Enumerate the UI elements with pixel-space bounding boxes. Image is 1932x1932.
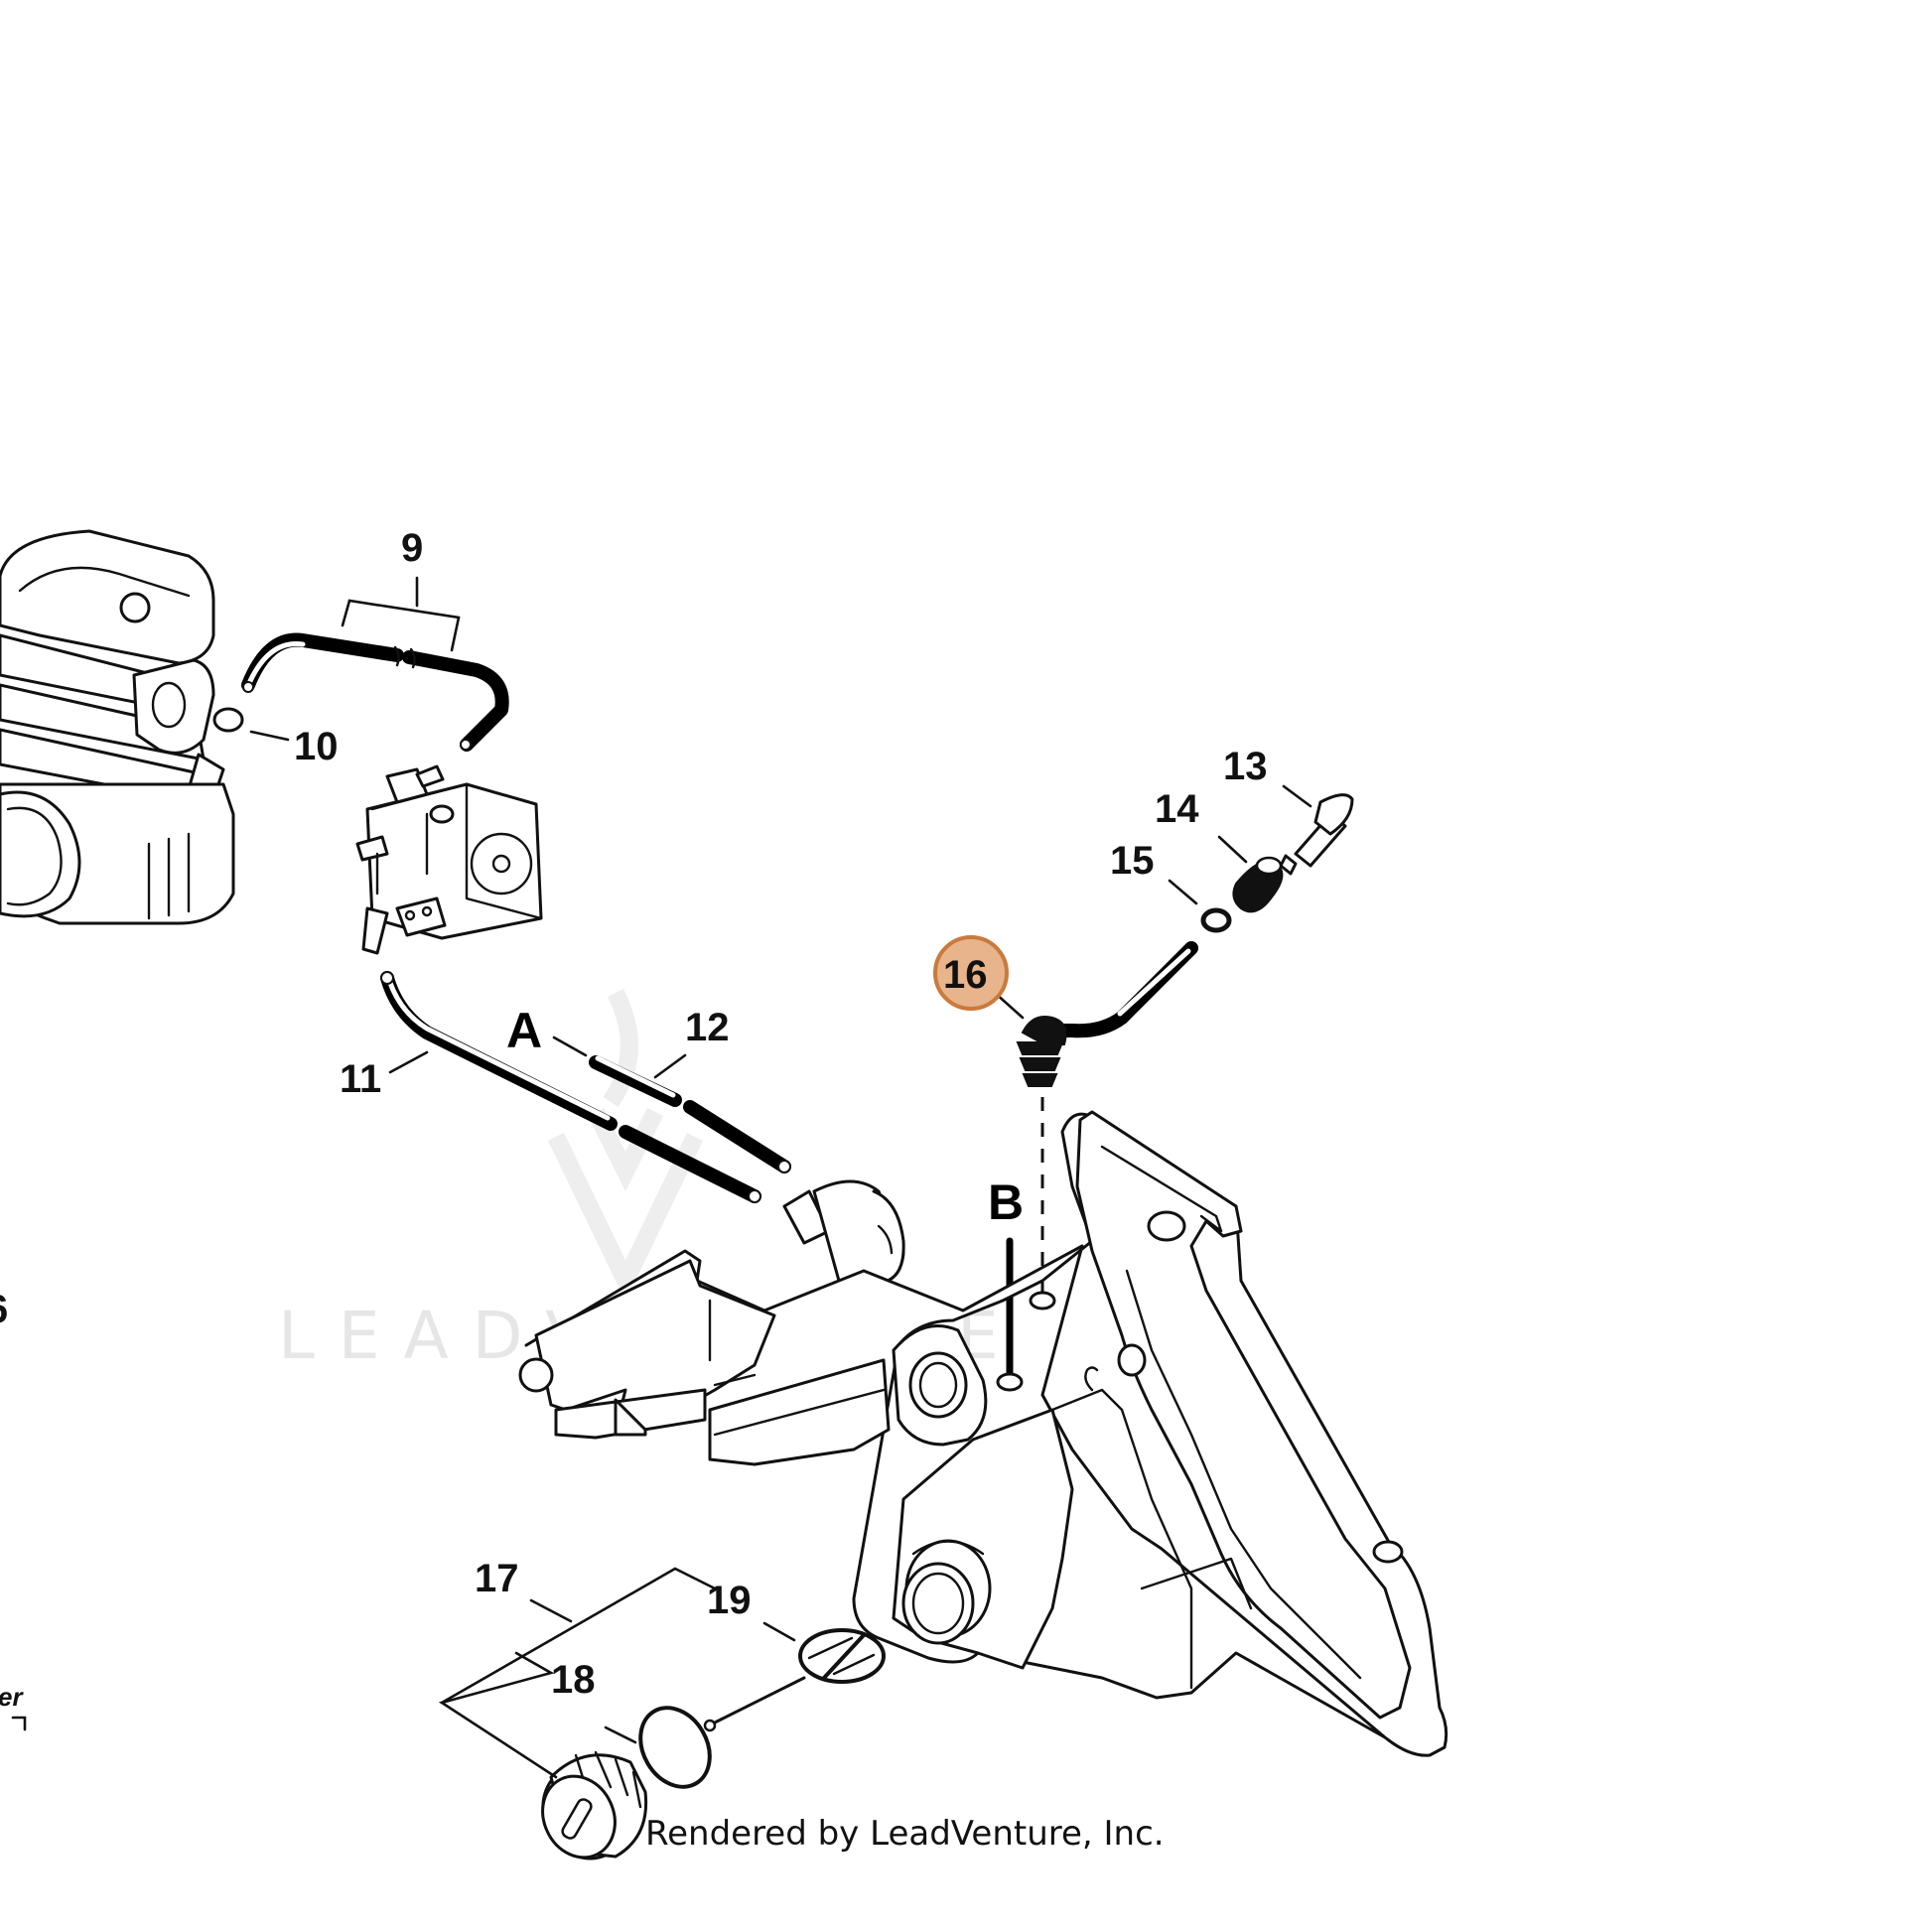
fuel-hose-9 — [241, 632, 509, 752]
callout-17[interactable]: 17 — [475, 1557, 519, 1600]
callout-14[interactable]: 14 — [1155, 787, 1199, 831]
section-letter-a: A — [506, 1003, 542, 1058]
part-13-fitting — [1279, 793, 1354, 876]
callout-10[interactable]: 10 — [294, 725, 339, 768]
fuel-pickup-port — [1029, 1291, 1056, 1311]
fuel-hose-12 — [589, 1055, 791, 1173]
vent-port — [996, 1372, 1024, 1392]
callout-16-highlight[interactable] — [933, 935, 1009, 1011]
callout-6-cropped[interactable]: 6 — [0, 1288, 8, 1331]
spark-plug-icon — [119, 592, 151, 623]
part-16-tank-vent — [1016, 941, 1198, 1087]
cropped-label-fragment: er — [0, 1682, 24, 1712]
fuel-hose-11 — [380, 971, 761, 1203]
callout-19[interactable]: 19 — [707, 1579, 752, 1622]
callout-9[interactable]: 9 — [401, 526, 423, 570]
fuel-pickup-filter — [782, 1179, 905, 1285]
cap-o-ring-18 — [638, 1706, 712, 1789]
side-hole — [1117, 1343, 1147, 1377]
handle-hole-top — [1147, 1210, 1186, 1242]
tank-boss-hole — [908, 1351, 968, 1419]
handle-hole-bottom — [1372, 1540, 1404, 1564]
callout-16[interactable]: 16 — [943, 953, 988, 997]
callout-18[interactable]: 18 — [551, 1658, 596, 1702]
intake-o-ring-10 — [212, 707, 244, 733]
callout-13[interactable]: 13 — [1223, 745, 1268, 788]
fuel-tank-housing — [518, 1110, 1449, 1757]
watermark-logo-icon — [547, 988, 704, 1302]
carburetor — [355, 764, 543, 955]
cylinder-assembly — [0, 529, 235, 925]
section-letter-b: B — [988, 1174, 1024, 1230]
assembly-lines — [1006, 1097, 1044, 1379]
callout-labels: 9 10 11 12 13 14 15 16 17 18 19 6 — [0, 526, 1268, 1702]
fuel-cap-17 — [541, 1750, 648, 1861]
callout-15[interactable]: 15 — [1110, 839, 1155, 883]
fuel-filler-neck — [901, 1539, 992, 1645]
callout-12[interactable]: 12 — [685, 1006, 730, 1049]
cap-retainer-19 — [703, 1628, 886, 1732]
render-credit: Rendered by LeadVenture, Inc. — [645, 1814, 1165, 1854]
part-15-o-ring — [1200, 907, 1232, 933]
leader-lines — [11, 576, 1312, 1779]
callout-11[interactable]: 11 — [340, 1057, 381, 1101]
part-14-valve — [1232, 856, 1284, 913]
